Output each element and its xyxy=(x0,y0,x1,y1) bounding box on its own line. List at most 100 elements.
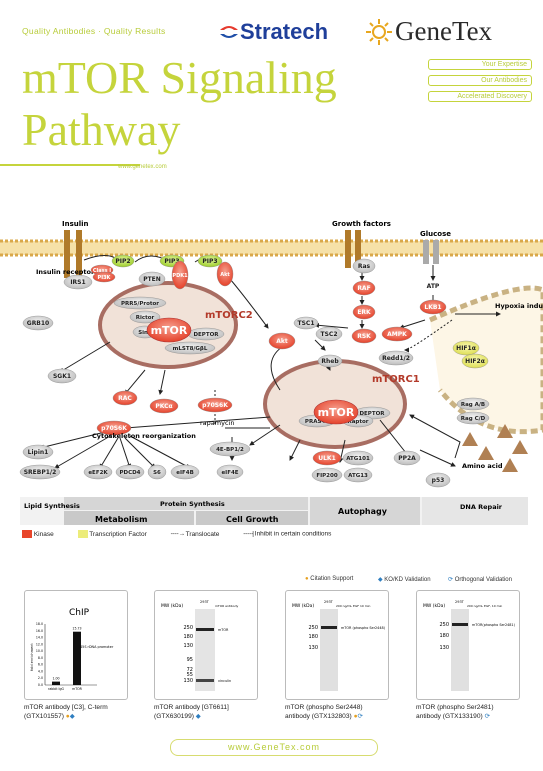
node-tsc2: TSC2 xyxy=(315,326,343,342)
pill-discovery: Accelerated Discovery xyxy=(428,91,532,102)
genetex-sun-icon xyxy=(366,19,392,45)
chip-ytick: 10.0 xyxy=(36,649,43,653)
blot2-lane: 293T xyxy=(324,600,334,604)
chip-category-label: mTOR xyxy=(72,687,83,691)
title-line-2: Pathway xyxy=(22,104,181,155)
node-prr5: PRR5/Protor xyxy=(113,296,167,310)
node-pkca: PKCα xyxy=(149,398,179,414)
node-mlst8-2: mLST8/GβL xyxy=(164,341,216,355)
node-atg13: ATG13 xyxy=(343,467,373,483)
node-redd: Redd1/2 xyxy=(378,350,414,366)
node-label-tsc1: TSC1 xyxy=(298,320,315,327)
band-autophagy: Autophagy xyxy=(338,507,388,516)
node-raf: RAF xyxy=(352,280,376,296)
blot1-lane: 293T xyxy=(200,600,210,604)
node-rac: RAC xyxy=(112,390,138,406)
legend-tf-swatch xyxy=(77,530,88,538)
node-label-raptor: Raptor xyxy=(347,419,368,425)
blot1-m95: 95 xyxy=(187,657,193,663)
node-label-mlst8-2: mLST8/GβL xyxy=(173,346,208,352)
pill-expertise: Your Expertise xyxy=(428,59,532,70)
product-caption-1[interactable]: mTOR antibody [C3], C-term (GTX101557) ●… xyxy=(24,703,136,721)
blot1-m130b: 130 xyxy=(183,678,193,684)
product-3-name: mTOR (phospho Ser2448) xyxy=(285,704,363,711)
node-label-raf: RAF xyxy=(357,285,370,292)
node-label-irs1: IRS1 xyxy=(70,279,85,286)
node-hif1a: HIF1α xyxy=(452,340,480,356)
node-label-grb10: GRB10 xyxy=(27,320,49,327)
product-caption-4[interactable]: mTOR (phospho Ser2481) antibody (GTX1331… xyxy=(416,703,528,721)
blot-panel-3: MW (kDa) 293T 200 ng/mL EGF, 10 min mTOR… xyxy=(416,590,520,700)
blot1-m180: 180 xyxy=(183,634,193,640)
node-label-pp2a: PP2A xyxy=(398,455,416,462)
chip-ytick: 4.0 xyxy=(38,669,43,673)
node-label-atg13: ATG13 xyxy=(348,473,368,479)
product-3-id: antibody (GTX132803) xyxy=(285,713,352,720)
node-rsk: RSK xyxy=(351,328,377,344)
blot3-m250: 250 xyxy=(439,622,449,628)
growth-factor-receptor-icon xyxy=(345,230,361,268)
node-pip3b: PIP3 xyxy=(197,254,223,268)
node-mtor1 xyxy=(313,399,359,425)
node-eef2k: eEF2K xyxy=(83,464,113,480)
stratech-logo: Stratech xyxy=(240,19,329,44)
legend-inhibit-line-icon: - - - - -| xyxy=(243,530,254,538)
ortho-icon: ⟳ xyxy=(448,577,454,583)
node-label-tsc2: TSC2 xyxy=(321,331,338,338)
band-lipid: Lipid Synthesis xyxy=(24,502,80,510)
node-label-lkb1: LKB1 xyxy=(424,304,441,311)
blot3-m130: 130 xyxy=(439,645,449,651)
chip-value-label: 15.73 xyxy=(72,627,81,631)
blot2-mw: MW (kDa) xyxy=(292,603,314,609)
node-p70s6k-b: p70S6K xyxy=(96,420,132,436)
node-label-atg101: ATG101 xyxy=(346,456,370,462)
chip-ytick: 18.0 xyxy=(36,622,43,626)
blot3-label: 200 ng/mL EGF, 10 min xyxy=(467,604,502,608)
node-label-p70s6k-b: p70S6K xyxy=(101,425,127,432)
product-caption-3[interactable]: mTOR (phospho Ser2448) antibody (GTX1328… xyxy=(285,703,397,721)
kokd-icon: ◆ xyxy=(69,713,75,720)
chip-chart-title: ChIP xyxy=(69,608,90,618)
chip-ytick: 8.0 xyxy=(38,656,43,660)
node-fip200: FIP200 xyxy=(311,467,343,483)
node-label-rac: RAC xyxy=(118,395,132,402)
legend-kinase: Kinase xyxy=(33,530,54,538)
node-label-mtor1: mTOR xyxy=(318,406,355,419)
node-label-akt: Akt xyxy=(276,338,288,345)
node-label-lipin1: Lipin1 xyxy=(28,449,49,456)
citation-icon: ● xyxy=(305,576,309,582)
blot3-mw: MW (kDa) xyxy=(423,603,445,609)
product-caption-2[interactable]: mTOR antibody [GT6611] (GTX630199) ◆ xyxy=(154,703,266,721)
node-rheb: Rheb xyxy=(317,354,343,368)
blot3-band xyxy=(452,623,468,626)
node-label-erk: ERK xyxy=(357,309,371,316)
product-1-id: (GTX101557) xyxy=(24,713,64,720)
node-lipin1: Lipin1 xyxy=(22,444,54,460)
node-label-pras40: PRAS40 xyxy=(305,419,329,425)
blot3-m180: 180 xyxy=(439,633,449,639)
blot2-m250: 250 xyxy=(308,625,318,631)
node-label-pdcd4: PDCD4 xyxy=(119,470,140,476)
label-rapamycin: rapamycin xyxy=(200,419,234,427)
node-label-prr5: PRR5/Protor xyxy=(121,301,159,307)
node-mtor2 xyxy=(146,317,192,343)
node-label-eef2k: eEF2K xyxy=(88,470,108,476)
pill-antibodies: Our Antibodies xyxy=(428,75,532,86)
chip-bar xyxy=(73,631,81,685)
node-label-class1: Class I xyxy=(93,268,111,274)
blot1-band-vinculin xyxy=(196,679,214,682)
label-cytoskeleton: Cytoskeleton reorganization xyxy=(92,432,196,440)
legend-kinase-swatch xyxy=(22,530,32,538)
footer-website-link[interactable]: www.GeneTex.com xyxy=(170,739,378,756)
legend-tf: Transcription Factor xyxy=(89,530,147,538)
chip-ylabel: fold enrichment xyxy=(30,643,34,671)
node-label-p70s6k-a: p70S6K xyxy=(202,402,228,409)
legend: Kinase Transcription Factor - - - - → Tr… xyxy=(22,530,331,538)
node-ras: Ras xyxy=(352,258,376,274)
glucose-transporter-icon xyxy=(423,240,439,264)
band-metabolism: Metabolism xyxy=(95,515,147,524)
website-link[interactable]: www.genetex.com xyxy=(118,164,167,170)
blot-2: MW (kDa) 293T 200 ng/mL EGF 10 min mTOR … xyxy=(292,600,386,691)
label-mtorc1: mTORC1 xyxy=(372,374,420,385)
label-insulin-receptor: Insulin receptor xyxy=(36,268,95,276)
